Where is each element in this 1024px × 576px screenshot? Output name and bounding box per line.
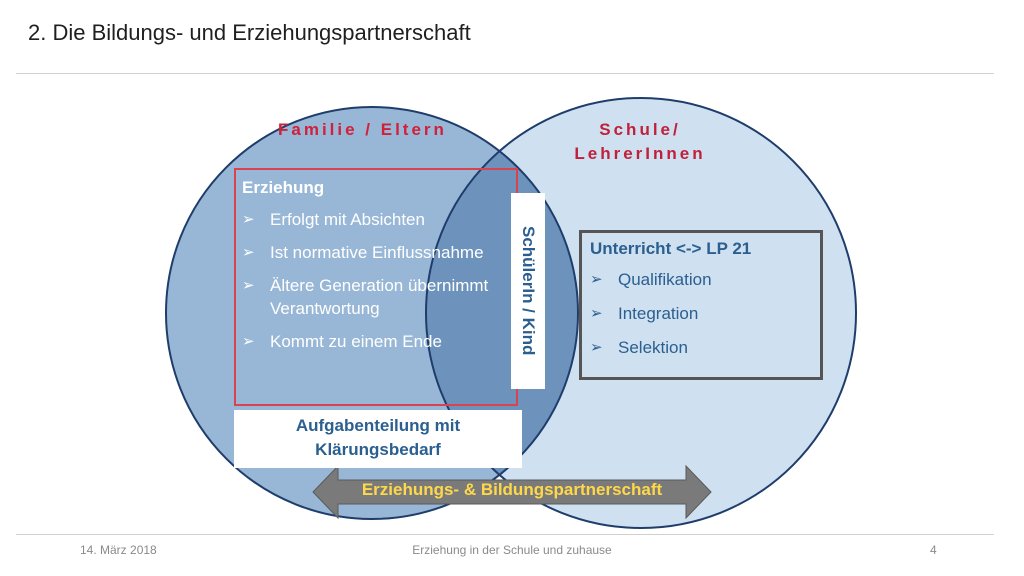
arrow-bullet-icon: ➢: [242, 211, 255, 228]
erziehung-box: Erziehung ➢Erfolgt mit Absichten ➢Ist no…: [234, 168, 518, 406]
task-line-2: Klärungsbedarf: [315, 440, 441, 459]
arrow-bullet-icon: ➢: [590, 339, 603, 356]
unterricht-heading: Unterricht <-> LP 21: [590, 239, 752, 258]
list-item: ➢Integration: [590, 304, 699, 323]
list-item: ➢Erfolgt mit Absichten: [242, 210, 425, 229]
task-division-box: Aufgabenteilung mit Klärungsbedarf: [234, 410, 522, 468]
page-number: 4: [930, 543, 937, 557]
erziehung-list: ➢Erfolgt mit Absichten ➢Ist normative Ei…: [242, 208, 510, 353]
unterricht-list: ➢Qualifikation ➢Integration ➢Selektion: [590, 269, 812, 359]
erziehung-heading: Erziehung: [242, 178, 325, 197]
list-item: ➢Selektion: [590, 338, 688, 357]
family-circle-outline: [165, 106, 579, 520]
footer-divider: [16, 534, 994, 535]
partnership-arrow-label: Erziehungs- & Bildungspartnerschaft: [361, 480, 663, 499]
list-item: ➢Ist normative Einflussnahme: [242, 243, 484, 262]
school-circle-outline: [425, 97, 857, 529]
center-label-box: SchülerIn / Kind: [511, 193, 545, 389]
arrow-bullet-icon: ➢: [242, 333, 255, 350]
arrow-bullet-icon: ➢: [242, 244, 255, 261]
family-label: Familie / Eltern: [278, 120, 447, 139]
arrow-bullet-icon: ➢: [590, 305, 603, 322]
task-line-1: Aufgabenteilung mit: [295, 416, 461, 435]
page-title: 2. Die Bildungs- und Erziehungspartnersc…: [28, 20, 471, 45]
partnership-arrow: [312, 464, 712, 520]
list-item: ➢Qualifikation: [590, 270, 712, 289]
list-item: ➢Kommt zu einem Ende: [242, 332, 442, 351]
footer-date: 14. März 2018: [80, 543, 157, 557]
center-label: SchülerIn / Kind: [519, 226, 538, 356]
arrow-bullet-icon: ➢: [590, 271, 603, 288]
list-item: ➢Ältere Generation übernimmt Verantwortu…: [242, 276, 489, 318]
school-label: Schule/ LehrerInnen: [574, 120, 706, 163]
arrow-bullet-icon: ➢: [242, 277, 255, 294]
footer-title: Erziehung in der Schule und zuhause: [412, 543, 612, 557]
unterricht-box: Unterricht <-> LP 21 ➢Qualifikation ➢Int…: [579, 230, 823, 380]
title-divider: [16, 73, 994, 74]
